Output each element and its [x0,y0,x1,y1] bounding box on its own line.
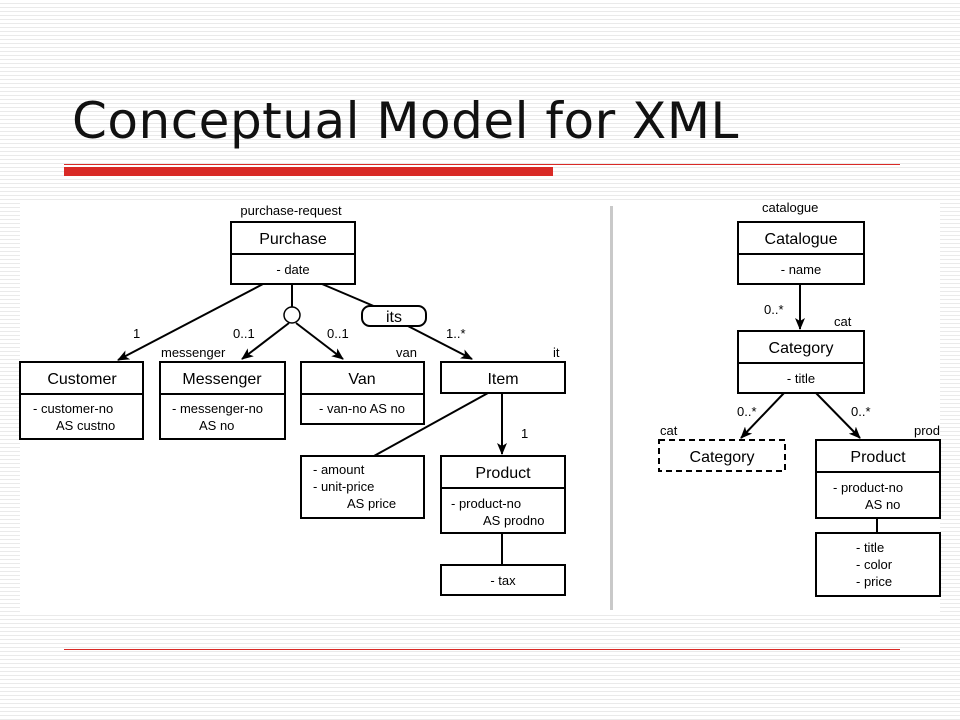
item-attributes-box: - amount - unit-price AS price [300,455,425,519]
attr-color: - color [856,557,893,572]
attr-unit-price-alias: AS price [347,496,396,511]
mult-customer: 1 [133,326,140,341]
class-catalogue: catalogue Catalogue - name [737,200,865,285]
edge-choice-messenger [241,322,290,360]
product-tax-box: - tax [440,564,566,596]
attr-product-alias-right: AS no [865,497,900,512]
edge-item-attrs [373,392,489,457]
right-connectors [740,284,878,533]
element-name-purchase-request: purchase-request [240,203,342,218]
element-name-cat-ref: cat [660,423,678,438]
class-category-ref: cat Category [658,423,786,472]
its-label: its [386,309,402,326]
mult-van: 0..1 [327,326,349,341]
class-messenger: messenger Messenger - messenger-no AS no [159,345,286,440]
class-name-customer: Customer [47,371,117,388]
element-name-catalogue: catalogue [762,200,818,215]
attr-messenger-no: - messenger-no [172,401,263,416]
class-name-catalogue: Catalogue [765,231,838,248]
mult-product: 1 [521,426,528,441]
slide-title: Conceptual Model for XML [72,92,739,150]
attr-tax: - tax [490,573,516,588]
class-name-category-ref: Category [690,449,755,466]
attr-unit-price: - unit-price [313,479,374,494]
class-item: it Item [440,345,566,394]
mult-product-right: 0..* [851,404,871,419]
attr-van-no: - van-no AS no [319,401,405,416]
element-name-prod: prod [914,423,940,438]
class-name-purchase: Purchase [259,231,327,248]
edge-category-product [815,392,861,439]
edge-purchase-customer [117,283,264,361]
class-name-van: Van [348,371,375,388]
class-category: cat Category - title [737,314,865,394]
attr-messenger-alias: AS no [199,418,234,433]
class-name-category: Category [769,340,834,357]
choice-circle [283,306,301,324]
mult-messenger: 0..1 [233,326,255,341]
attr-customer-no: - customer-no [33,401,113,416]
class-customer: Customer - customer-no AS custno [19,361,144,440]
element-name-van: van [396,345,417,360]
element-name-cat: cat [834,314,852,329]
class-product-left: Product - product-no AS prodno [440,455,566,534]
edge-category-subcategory [740,392,785,439]
attr-amount: - amount [313,462,365,477]
attr-title: - title [856,540,884,555]
class-product-right: prod Product - product-no AS no [815,423,941,519]
mult-subcategory: 0..* [737,404,757,419]
attr-purchase-date: - date [276,262,309,277]
mult-item: 1..* [446,326,466,341]
mult-category: 0..* [764,302,784,317]
edge-choice-van [295,322,344,360]
class-name-item: Item [487,371,518,388]
title-underline-accent [64,167,553,176]
attr-catalogue-name: - name [781,262,821,277]
panel-divider [610,206,613,610]
its-label-box [361,305,427,327]
attr-category-title: - title [787,371,815,386]
attr-price: - price [856,574,892,589]
attr-product-no: - product-no [451,496,521,511]
edge-its-item [405,324,473,360]
class-name-product-right: Product [850,449,906,466]
footer-rule [64,649,900,650]
attr-product-no-right: - product-no [833,480,903,495]
attr-product-alias: AS prodno [483,513,544,528]
class-purchase: purchase-request Purchase - date [230,203,356,285]
element-name-it: it [553,345,560,360]
attr-customer-alias: AS custno [56,418,115,433]
class-name-product-left: Product [475,465,531,482]
element-name-messenger: messenger [161,345,226,360]
class-name-messenger: Messenger [182,371,262,388]
edge-purchase-its [321,283,377,308]
title-underline-thin [64,164,900,165]
left-connectors [117,283,507,565]
product-details-box: - title - color - price [815,532,941,597]
class-van: van Van - van-no AS no [300,345,425,425]
